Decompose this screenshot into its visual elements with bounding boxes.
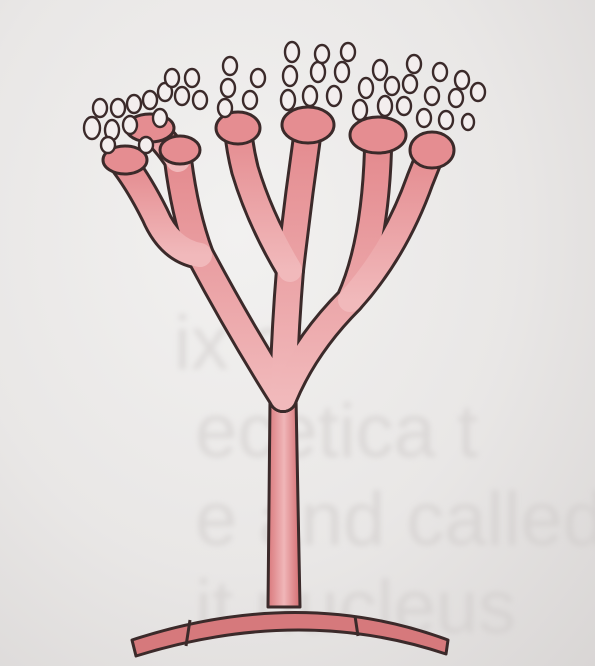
main-stalk	[268, 398, 300, 607]
branches	[125, 128, 432, 398]
base-hypha	[132, 613, 448, 657]
